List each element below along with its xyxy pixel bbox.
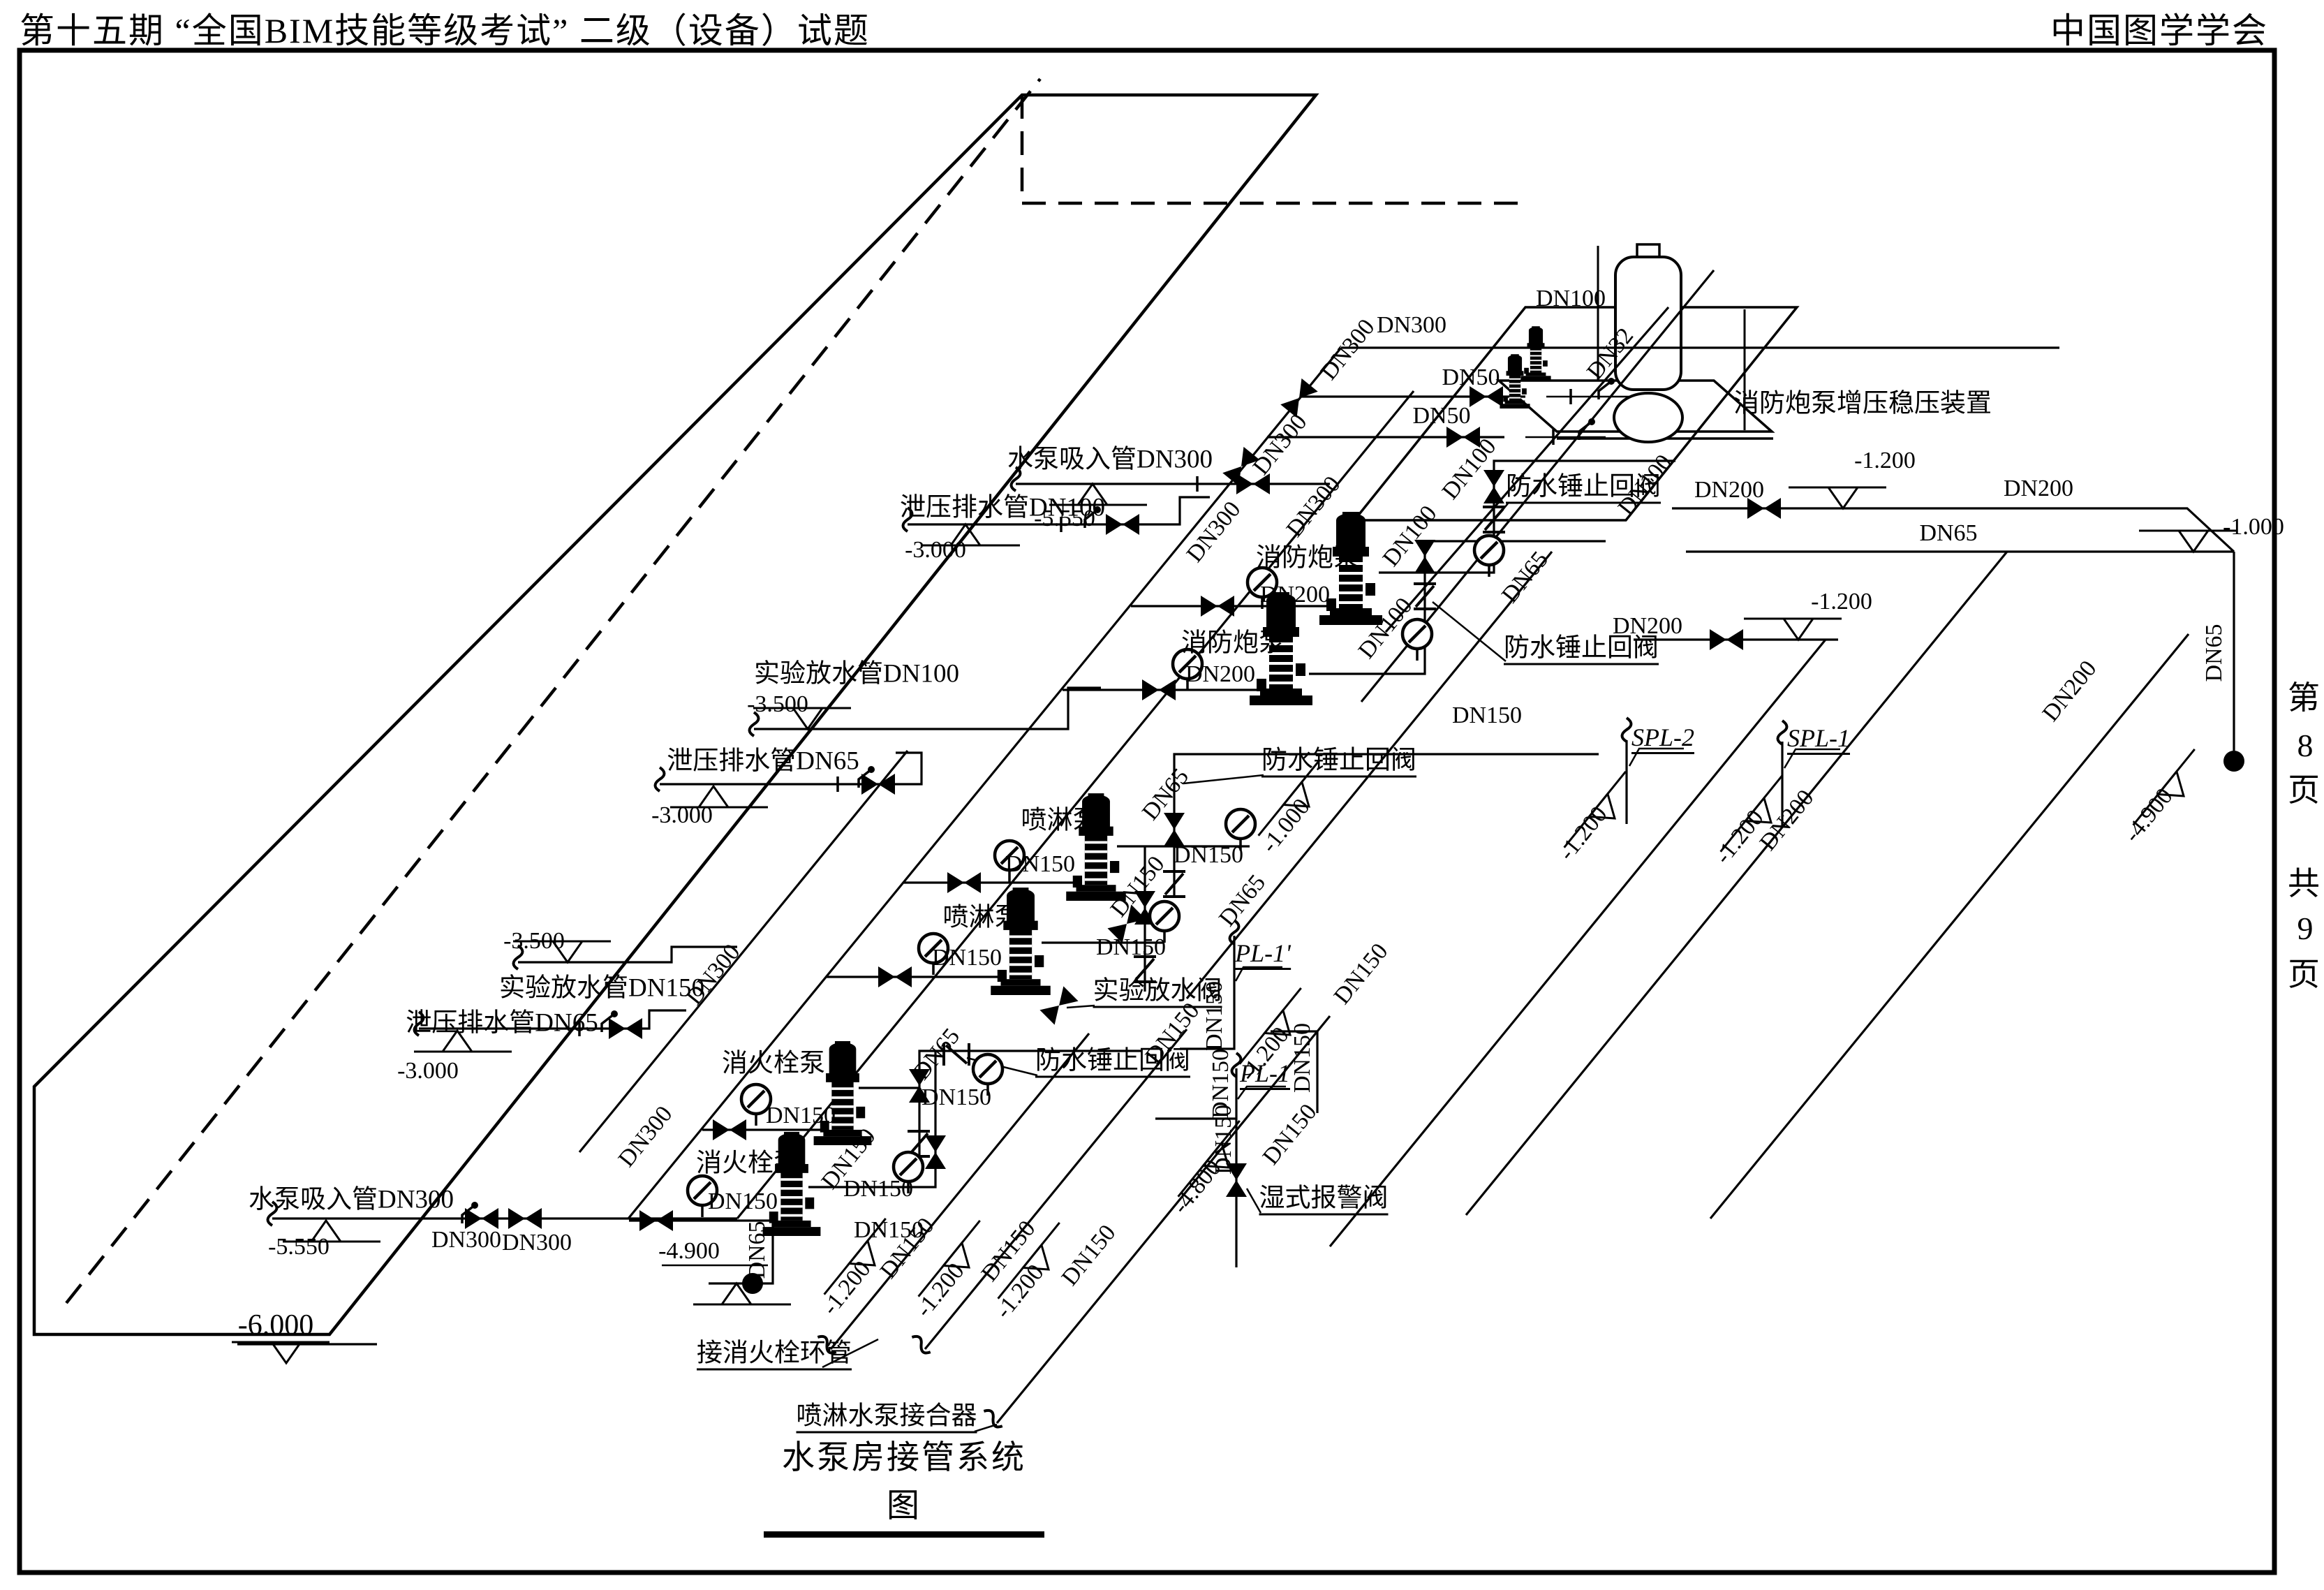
pipe-size-label: DN300	[501, 1230, 572, 1256]
pipe-size-label: DN150	[765, 1103, 836, 1128]
stabilizer-tank	[1614, 256, 1682, 391]
equipment-label: 消火栓泵	[722, 1049, 825, 1078]
elevation-label: -3.500	[503, 928, 565, 954]
pipe-size-label: DN150	[707, 1188, 778, 1214]
elevation-label: -3.000	[905, 537, 966, 563]
pipe-size-label: DN100	[1535, 286, 1606, 311]
pipe-size-label: DN150	[1005, 851, 1076, 877]
elevation-label: -6.000	[237, 1309, 314, 1341]
pipe-size-label: DN200	[2003, 476, 2074, 501]
elevation-label: -5.550	[268, 1234, 330, 1260]
pipe-size-label: DN150	[1201, 980, 1227, 1052]
elevation-label: -3.500	[747, 691, 808, 717]
equipment-label: 泄压排水管DN100	[900, 493, 1105, 522]
drawing-title: 水泵房接管系统图	[764, 1430, 1044, 1538]
pressure-stabilizer-unit	[1352, 243, 1800, 522]
riser-tag-label: SPL-1	[1787, 726, 1850, 755]
pipe-size-label: DN150	[931, 945, 1002, 971]
equipment-label: 防水锤止回阀	[1506, 474, 1661, 504]
elevation-label: -1.200	[1854, 448, 1916, 473]
border-frame	[17, 47, 2277, 1575]
riser-tag-label: PL-1	[1240, 1061, 1290, 1090]
equipment-label: 泄压排水管DN65	[667, 746, 859, 776]
pipe-size-label: DN150	[1173, 842, 1244, 868]
equipment-label: 喷淋泵	[1021, 806, 1099, 835]
page-number-label: 页	[2288, 957, 2320, 992]
jockey-pump-icon	[1520, 325, 1552, 381]
equipment-label: 防水锤止回阀	[1261, 748, 1416, 778]
pipe-size-label: DN150	[921, 1084, 992, 1110]
pipe-size-label: DN65	[744, 1221, 770, 1279]
equipment-label: 泄压排水管DN65	[406, 1008, 598, 1038]
equipment-label: 防水锤止回阀	[1035, 1048, 1190, 1078]
elevation-label: -1.000	[2223, 514, 2284, 540]
organization-title: 中国图学学会	[2050, 11, 2268, 50]
pipe-size-label: DN200	[1185, 661, 1256, 687]
elevation-label: -4.900	[658, 1238, 720, 1264]
equipment-label: 实验放水管DN150	[499, 973, 704, 1003]
equipment-label: 消火栓泵	[696, 1149, 799, 1178]
elevation-label: -1.200	[1811, 589, 1872, 614]
equipment-label: 防水锤止回阀	[1504, 635, 1659, 665]
equipment-label: 实验放水管DN100	[754, 659, 959, 689]
pipe-size-label: DN150	[1095, 934, 1167, 960]
page-number-label: 第	[2288, 680, 2320, 716]
page-number-label: 9	[2297, 911, 2314, 946]
page-number-label: 页	[2288, 772, 2320, 808]
elevation-label: -5.550	[1034, 506, 1095, 531]
pipe-size-label: DN150	[1451, 702, 1523, 728]
exam-title: 第十五期 “全国BIM技能等级考试” 二级（设备）试题	[20, 11, 870, 50]
pipe-size-label: DN65	[2201, 624, 2227, 682]
pipe-size-label: DN50	[1442, 365, 1500, 390]
pipe-size-label: DN150	[853, 1217, 924, 1243]
equipment-label: 湿式报警阀	[1259, 1186, 1389, 1216]
pipe-size-label: DN300	[1376, 312, 1447, 338]
hydrant-pump-icon	[761, 1131, 822, 1237]
equipment-label: 接消火栓环管	[697, 1341, 852, 1371]
pipe-size-label: DN50	[1412, 403, 1471, 429]
page-number-label: 8	[2297, 728, 2314, 763]
page-number-label: 共	[2288, 866, 2320, 901]
pipe-size-label: DN65	[1919, 520, 1978, 546]
pipe-size-label: DN300	[431, 1227, 502, 1253]
equipment-label: 实验放水阀	[1093, 978, 1222, 1008]
pipe-network	[237, 269, 2235, 1425]
equipment-label: 水泵吸入管DN300	[249, 1185, 454, 1214]
pipe-size-label: DN150	[843, 1176, 914, 1202]
riser-tag-label: SPL-2	[1631, 725, 1694, 754]
equipment-label: 消防炮泵	[1256, 543, 1359, 573]
equipment-label: 喷淋泵	[942, 903, 1021, 932]
equipment-label: 消防炮泵增压稳压装置	[1733, 389, 1992, 418]
pipe-size-label: DN200	[1612, 613, 1683, 639]
equipment-label: 消防炮泵	[1181, 628, 1285, 658]
pipe-size-label: DN200	[1259, 582, 1331, 608]
pipe-size-label: DN200	[1694, 477, 1765, 503]
equipment-label: 喷淋水泵接合器	[796, 1404, 977, 1434]
elevation-label: -3.000	[651, 802, 713, 828]
equipment-label: 水泵吸入管DN300	[1007, 445, 1213, 474]
building-outline	[32, 78, 1527, 1337]
riser-tag-label: PL-1'	[1235, 941, 1291, 970]
pipe-size-label: DN150	[1289, 1022, 1315, 1094]
elevation-label: -3.000	[397, 1058, 459, 1084]
tank-bottom-head	[1613, 392, 1684, 443]
